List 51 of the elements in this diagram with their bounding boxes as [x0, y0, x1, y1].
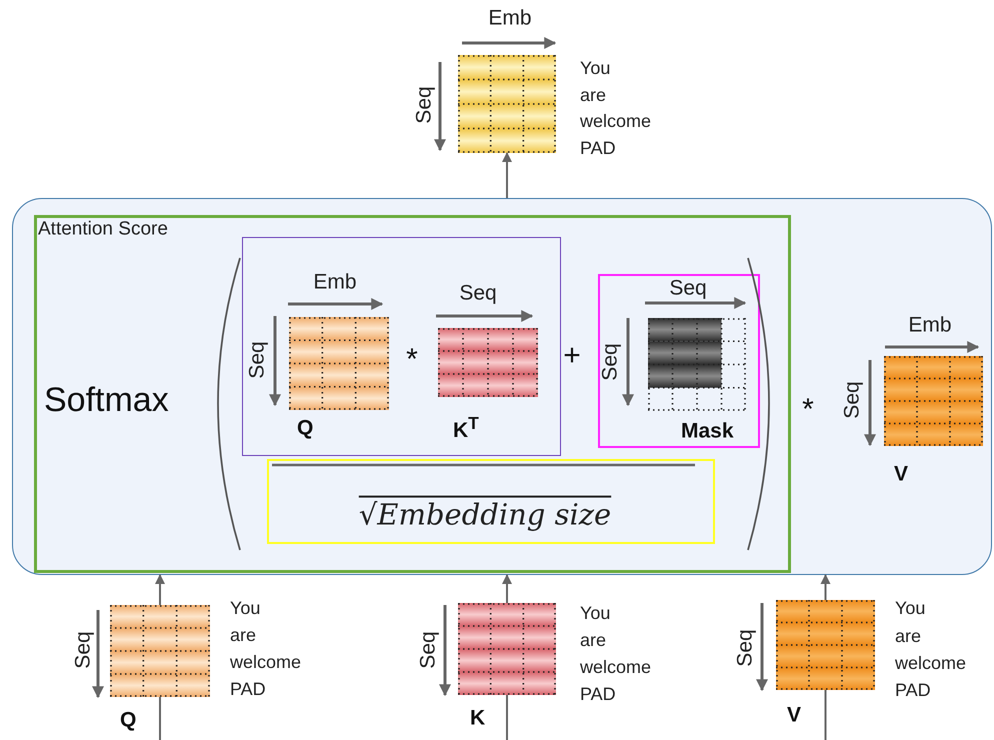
axis-label: Emb — [313, 272, 357, 292]
operator-symbol: + — [563, 341, 581, 371]
arrow — [502, 574, 512, 603]
token-label: PAD — [580, 685, 616, 703]
matrix-label: Q — [297, 418, 314, 438]
token-label: welcome — [580, 658, 652, 676]
token-label: You — [580, 604, 610, 622]
axis-label: Seq — [459, 282, 497, 304]
token-label: are — [580, 631, 606, 649]
matrix-label: Q — [120, 710, 136, 730]
matrix-label: V — [787, 704, 802, 726]
axis-label: Seq — [600, 343, 620, 381]
group-title: Attention Score — [38, 220, 168, 238]
token-label: are — [895, 627, 922, 645]
formula-box — [267, 459, 715, 544]
token-label: welcome — [580, 112, 652, 130]
arrow — [155, 574, 165, 605]
token-label: PAD — [895, 681, 931, 699]
axis-label: Seq — [414, 86, 434, 124]
axis-label: Seq — [72, 631, 94, 669]
token-label: You — [580, 59, 610, 77]
axis-label: Seq — [418, 631, 438, 669]
token-label: You — [895, 599, 926, 617]
axis-label: Emb — [908, 314, 952, 336]
token-label: PAD — [230, 680, 266, 698]
operator-symbol: * — [802, 395, 814, 425]
axis-label: Seq — [734, 629, 756, 667]
group-box — [242, 237, 561, 456]
matrix-label: V — [894, 464, 908, 484]
arrow — [820, 574, 830, 600]
token-label: welcome — [230, 653, 302, 671]
axis-label: Seq — [669, 278, 707, 298]
block-panel — [12, 198, 992, 575]
group-box — [34, 215, 791, 573]
matrix-label: K — [470, 708, 486, 728]
matrix-grid — [458, 55, 556, 153]
operator-symbol: * — [406, 345, 418, 375]
formula-text: √Embedding size — [358, 498, 612, 532]
matrix-label: Mask — [681, 420, 734, 442]
axis-label: Seq — [842, 381, 862, 419]
axis-label: Emb — [488, 8, 532, 28]
token-label: You — [230, 599, 260, 617]
function-label: Softmax — [44, 383, 169, 417]
token-label: are — [580, 86, 606, 104]
token-label: are — [230, 626, 256, 644]
arrow — [502, 152, 512, 198]
token-label: PAD — [580, 139, 616, 157]
group-box — [598, 274, 760, 448]
axis-label: Seq — [246, 341, 268, 379]
matrix-label: K$^{T}$ — [453, 415, 479, 441]
token-label: welcome — [895, 654, 966, 672]
